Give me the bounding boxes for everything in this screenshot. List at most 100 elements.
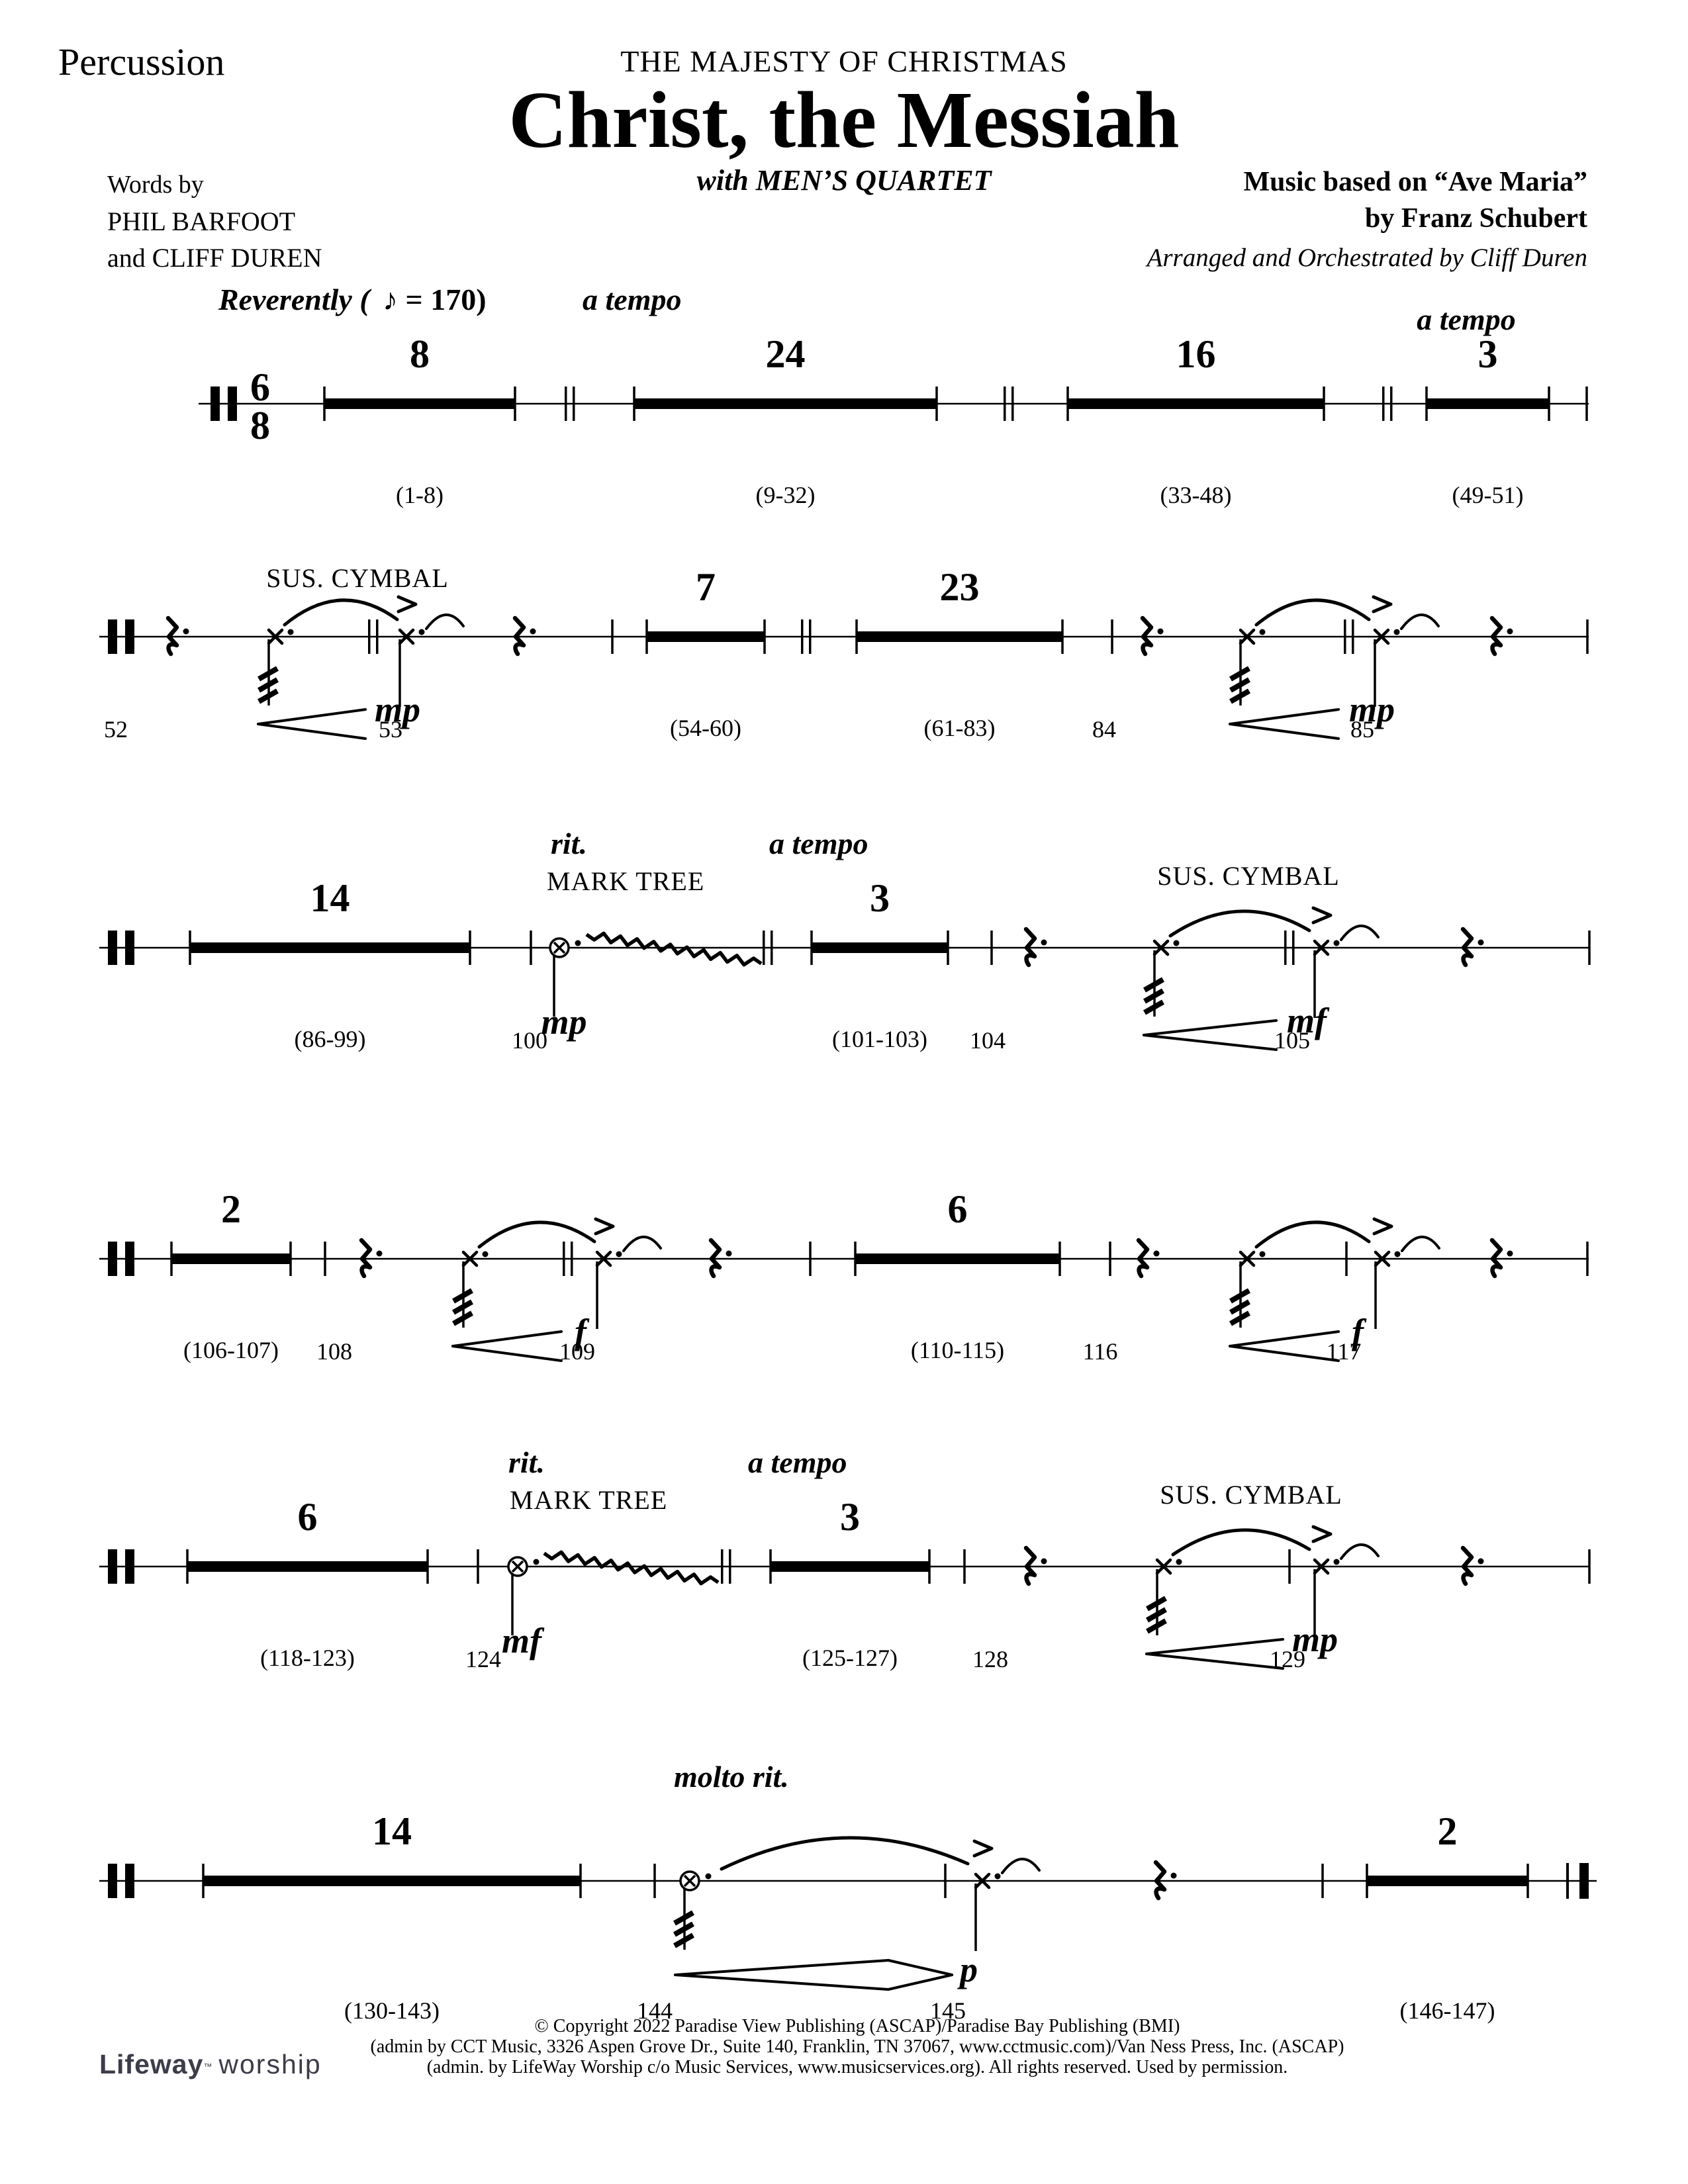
svg-text:SUS. CYMBAL: SUS. CYMBAL (1160, 1480, 1342, 1510)
svg-text:f: f (575, 1312, 590, 1351)
sus-cymbal-roll-note (1229, 628, 1266, 705)
dotted-quarter-rest (359, 1238, 383, 1279)
measure-number: 124 (465, 1646, 501, 1672)
lyricist-name-1: PHIL BARFOOT (107, 206, 296, 236)
barline (809, 1242, 812, 1276)
svg-text:SUS. CYMBAL: SUS. CYMBAL (266, 563, 449, 593)
metronome-marking: ♪ = 170) (383, 283, 487, 316)
barline (1585, 387, 1588, 421)
multirest-count: 16 (1176, 332, 1216, 376)
dotted-quarter-rest (1153, 1860, 1177, 1901)
begin-double-barline (108, 619, 134, 654)
barline (963, 1549, 966, 1584)
measure-range: (146-147) (1400, 1997, 1495, 2024)
mark-tree-note (673, 1870, 712, 1950)
svg-text:mp: mp (541, 1002, 586, 1042)
copyright-block: © Copyright 2022 Paradise View Publishin… (252, 2016, 1463, 2077)
svg-text:molto rit.: molto rit. (674, 1760, 789, 1794)
multirest-count: 14 (310, 876, 350, 920)
barline (1588, 1549, 1591, 1584)
collection-title: THE MAJESTY OF CHRISTMAS (620, 44, 1068, 78)
slur (1254, 598, 1371, 627)
song-subtitle: with MEN’S QUARTET (696, 164, 992, 197)
diminuendo-hairpin (887, 1959, 953, 1991)
multimeasure-rest: 2(146-147) (1366, 1809, 1529, 2024)
svg-text:8: 8 (250, 404, 270, 447)
measure-number: 85 (1350, 716, 1374, 743)
double-barline (763, 931, 773, 965)
measure-number: 104 (970, 1027, 1006, 1054)
svg-text:105: 105 (1274, 1027, 1310, 1054)
multimeasure-rest: 6(118-123) (186, 1495, 429, 1671)
dotted-quarter-rest (708, 1238, 732, 1279)
measure-range: (54-60) (670, 715, 741, 741)
dynamic-marking: f (575, 1312, 590, 1351)
final-barline (1566, 1863, 1589, 1899)
lyricist-credits: Words by PHIL BARFOOT and CLIFF DUREN (107, 167, 322, 276)
sus-cymbal-roll-note (1143, 939, 1180, 1017)
instrument-label: SUS. CYMBAL (266, 563, 449, 593)
measure-number: 84 (1092, 716, 1116, 743)
double-barline (565, 387, 575, 421)
svg-text:a tempo: a tempo (769, 827, 868, 860)
multirest-count: 3 (840, 1495, 860, 1539)
measure-range: (110-115) (911, 1337, 1004, 1363)
multimeasure-rest: 14(130-143) (202, 1809, 582, 2024)
sus-cymbal-accent-note (1311, 906, 1380, 1018)
music-credit-1: Music based on “Ave Maria” (1243, 167, 1587, 197)
crescendo-hairpin (257, 708, 367, 740)
barline (1321, 1864, 1324, 1898)
measure-range: (106-107) (183, 1337, 279, 1363)
gliss-wavy-line (543, 1550, 720, 1586)
measure-number: 128 (972, 1646, 1008, 1672)
instrument-label: SUS. CYMBAL (1157, 861, 1340, 891)
words-by-label: Words by (107, 171, 204, 199)
sus-cymbal-accent-note (1311, 1525, 1380, 1637)
dotted-quarter-rest (1489, 615, 1513, 657)
svg-text:f: f (1352, 1312, 1367, 1351)
measure-range: (125-127) (802, 1645, 898, 1671)
mark-tree-note (549, 937, 581, 1017)
svg-text:100: 100 (512, 1027, 547, 1054)
svg-text:♪ = 170): ♪ = 170) (383, 283, 487, 316)
begin-double-barline (108, 931, 134, 965)
measure-number: 52 (104, 716, 128, 743)
measure-number: 145 (930, 1997, 966, 2024)
lyricist-name-2: and CLIFF DUREN (107, 243, 322, 273)
dotted-quarter-rest (512, 615, 536, 657)
measure-number: 53 (379, 716, 402, 743)
barline (1588, 931, 1591, 965)
measure-number: 144 (637, 1997, 673, 2024)
multirest-count: 14 (372, 1809, 412, 1853)
barline (477, 1549, 479, 1584)
svg-text:SUS. CYMBAL: SUS. CYMBAL (1157, 861, 1340, 891)
dotted-quarter-rest (1460, 1545, 1484, 1586)
measure-range: (61-83) (924, 715, 996, 741)
svg-text:mp: mp (1349, 690, 1395, 729)
barline (1109, 1242, 1111, 1276)
svg-text:a tempo: a tempo (583, 283, 681, 316)
dotted-quarter-rest (1136, 1238, 1160, 1279)
measure-number: 105 (1274, 1027, 1310, 1054)
slur (1171, 1528, 1311, 1557)
trademark-symbol: ™ (203, 2062, 212, 2071)
svg-text:109: 109 (559, 1338, 595, 1365)
multirest-count: 2 (221, 1187, 241, 1231)
sus-cymbal-roll-note (1229, 1250, 1266, 1328)
tempo-marking: a tempo (748, 1445, 847, 1479)
copyright-line-3: (admin. by LifeWay Worship c/o Music Ser… (426, 2057, 1288, 2077)
measure-number: 116 (1083, 1338, 1118, 1365)
instrument-label: MARK TREE (547, 866, 704, 896)
svg-text:85: 85 (1350, 716, 1374, 743)
svg-text:Reverently (: Reverently ( (218, 283, 372, 316)
crescendo-hairpin (674, 1959, 890, 1991)
tempo-marking: a tempo (1417, 302, 1515, 336)
measure-number: 129 (1270, 1646, 1305, 1672)
barline (653, 1864, 656, 1898)
dotted-quarter-rest (1489, 1238, 1513, 1279)
measure-number: 100 (512, 1027, 547, 1054)
dynamic-marking: mp (1349, 690, 1395, 729)
sus-cymbal-accent-note (972, 1839, 1041, 1951)
svg-text:116: 116 (1083, 1338, 1118, 1365)
